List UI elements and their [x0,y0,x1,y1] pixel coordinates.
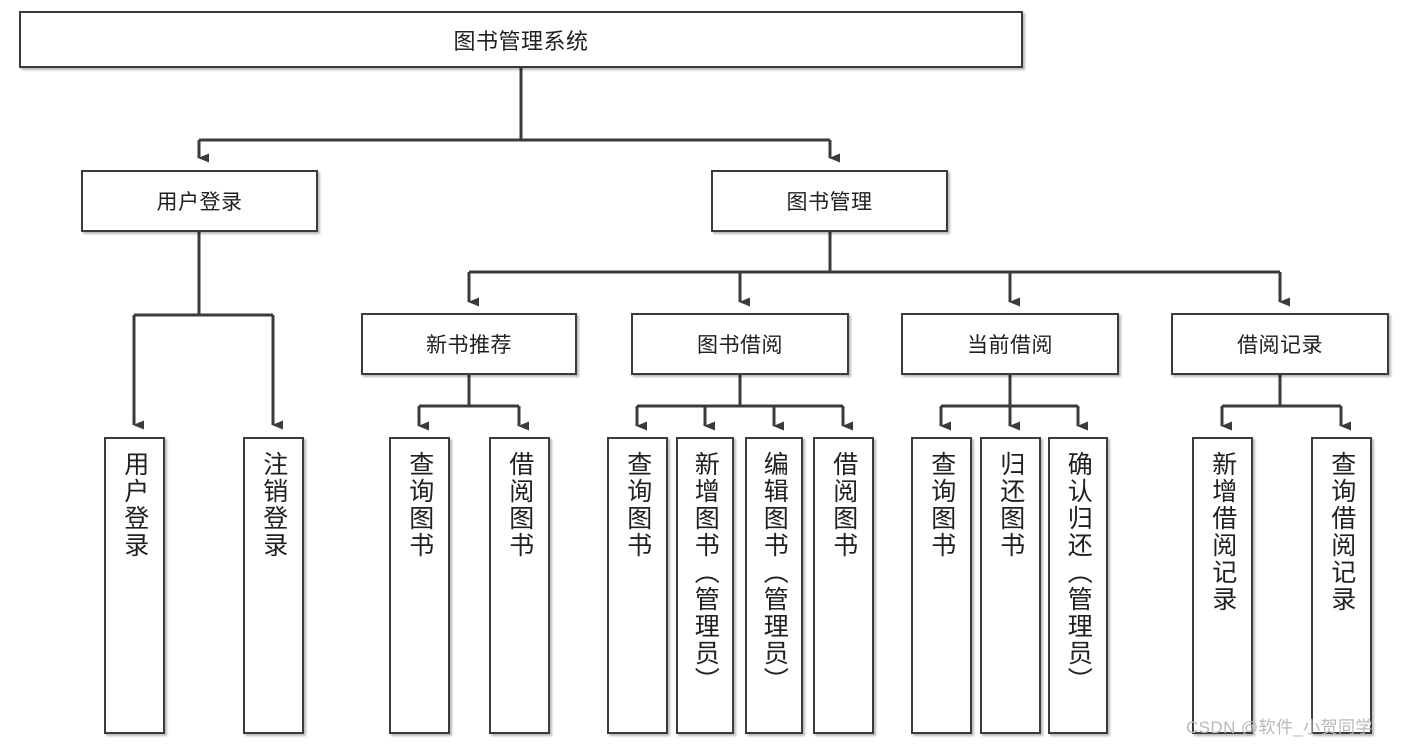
node-book-management[interactable]: 图书管理 [711,170,948,232]
node-leaf-label: 查询借阅记录 [1327,451,1356,613]
node-root-book-management-system[interactable]: 图书管理系统 [19,11,1023,68]
node-leaf-current-borrow-confirm-return[interactable]: 确认归还（管理员） [1048,437,1108,734]
node-leaf-new-book-borrow[interactable]: 借阅图书 [489,437,550,734]
node-new-book-recommend[interactable]: 新书推荐 [361,313,577,375]
node-borrow-record-label: 借阅记录 [1237,334,1323,357]
node-leaf-label: 借阅图书 [829,451,858,559]
node-new-book-recommend-label: 新书推荐 [426,334,512,357]
node-leaf-label: 查询图书 [405,451,434,559]
node-borrow-record[interactable]: 借阅记录 [1171,313,1389,375]
node-book-management-label: 图书管理 [786,191,873,214]
node-user-login-label: 用户登录 [156,191,243,214]
node-leaf-label: 查询图书 [623,451,652,559]
node-user-login[interactable]: 用户登录 [81,170,318,232]
node-leaf-borrow-record-add[interactable]: 新增借阅记录 [1192,437,1253,734]
node-leaf-current-borrow-query[interactable]: 查询图书 [911,437,972,734]
node-leaf-label: 编辑图书（管理员） [760,451,789,694]
node-leaf-user-login-signout[interactable]: 注销登录 [243,437,304,734]
csdn-watermark: CSDN @软件_小贺同学 [1186,718,1373,737]
node-leaf-new-book-query[interactable]: 查询图书 [389,437,450,734]
node-leaf-borrow-record-query[interactable]: 查询借阅记录 [1311,437,1372,734]
node-leaf-label: 借阅图书 [505,451,534,559]
node-current-borrow-label: 当前借阅 [967,334,1053,357]
node-leaf-label: 用户登录 [120,451,149,559]
node-book-borrow-label: 图书借阅 [697,334,783,357]
node-leaf-label: 新增借阅记录 [1208,451,1237,613]
node-current-borrow[interactable]: 当前借阅 [901,313,1119,375]
node-book-borrow[interactable]: 图书借阅 [631,313,849,375]
node-leaf-label: 新增图书（管理员） [691,451,720,694]
node-leaf-book-borrow-query[interactable]: 查询图书 [607,437,668,734]
node-leaf-current-borrow-return[interactable]: 归还图书 [980,437,1041,734]
node-leaf-label: 注销登录 [259,451,288,559]
node-leaf-book-borrow-edit[interactable]: 编辑图书（管理员） [745,437,803,734]
node-leaf-label: 归还图书 [996,451,1025,559]
node-leaf-label: 查询图书 [927,451,956,559]
node-root-label: 图书管理系统 [453,28,589,54]
node-leaf-book-borrow-add[interactable]: 新增图书（管理员） [676,437,734,734]
node-leaf-user-login-signin[interactable]: 用户登录 [104,437,165,734]
node-leaf-book-borrow-borrow[interactable]: 借阅图书 [813,437,874,734]
node-leaf-label: 确认归还（管理员） [1064,451,1093,694]
